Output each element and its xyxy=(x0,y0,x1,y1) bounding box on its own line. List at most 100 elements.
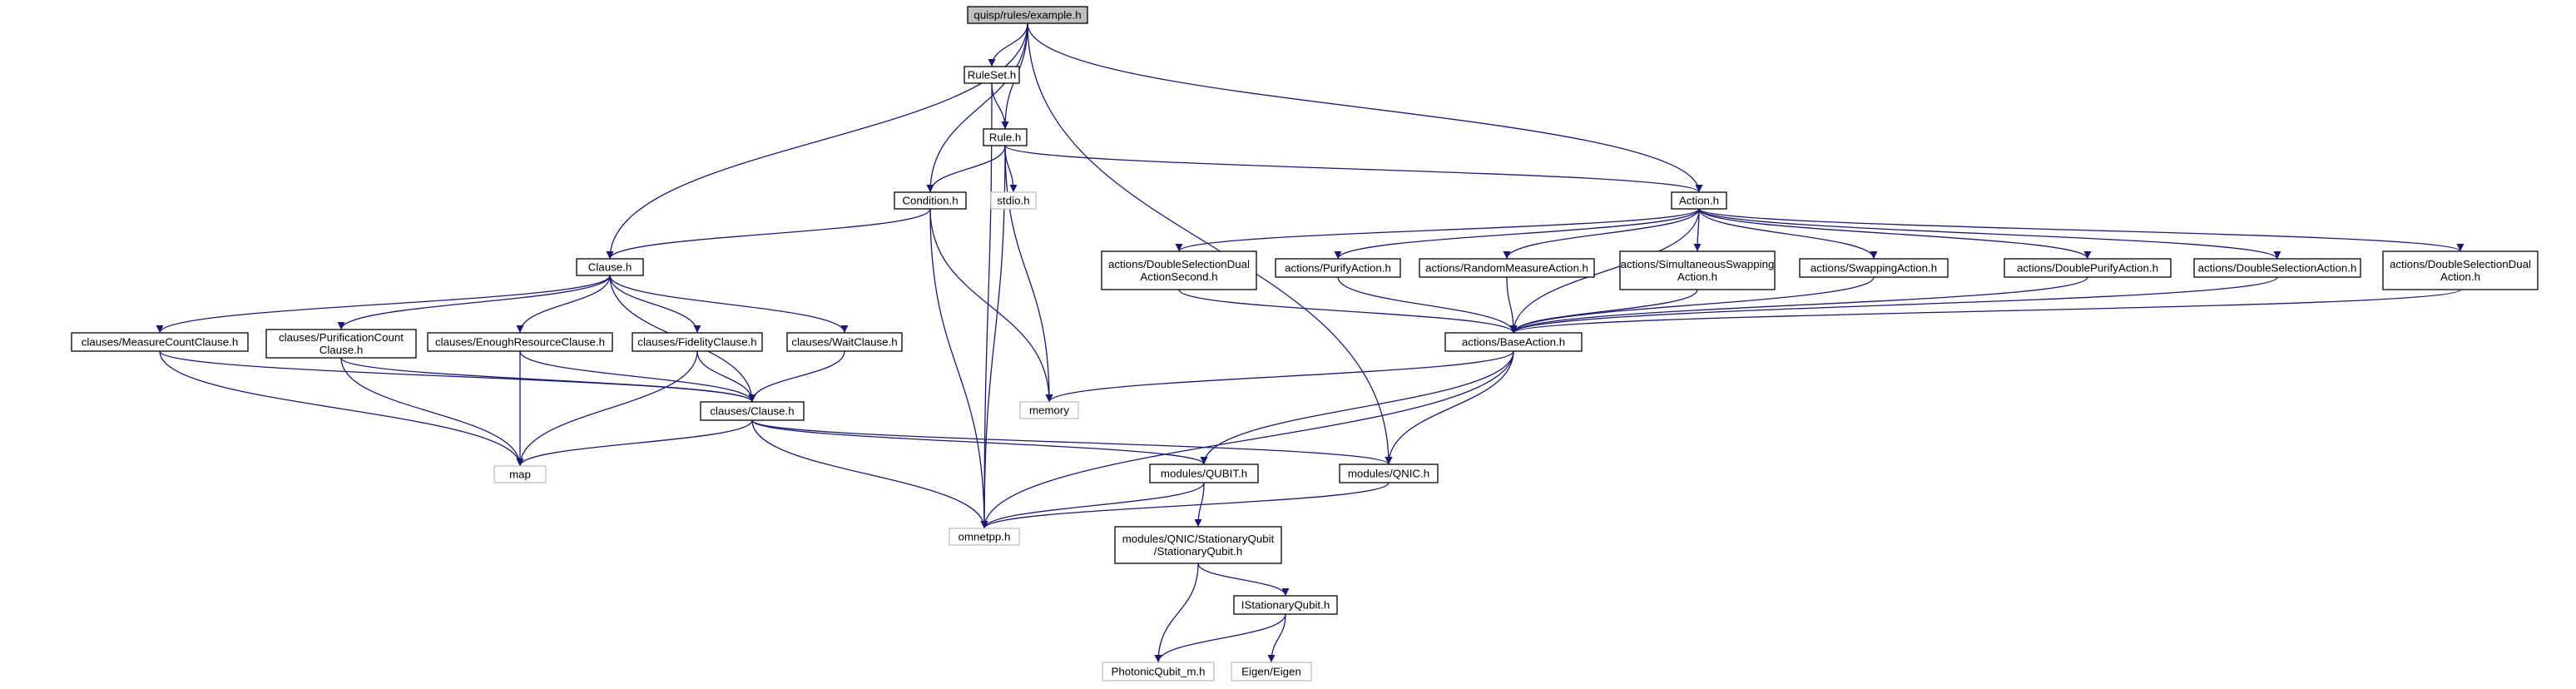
node-box xyxy=(964,66,1020,84)
node-enoughres[interactable]: clauses/EnoughResourceClause.h xyxy=(427,332,613,352)
node-label: modules/QNIC.h xyxy=(1348,468,1429,480)
edge-clausesclause-to-map xyxy=(516,419,753,467)
node-box xyxy=(1114,526,1282,564)
node-label: Action.h xyxy=(1679,195,1719,207)
edge-clausesclause-to-qubit xyxy=(751,419,1208,465)
edge-fidelity-to-map xyxy=(516,350,698,467)
node-root[interactable]: quisp/rules/example.h xyxy=(967,6,1088,24)
node-label: actions/DoubleSelectionDual xyxy=(2390,258,2531,270)
node-purify[interactable]: actions/PurifyAction.h xyxy=(1275,258,1401,278)
edge-clause-to-fidelity xyxy=(609,275,701,334)
node-photonic: PhotonicQubit_m.h xyxy=(1102,662,1215,682)
edge-istatq-to-eigen xyxy=(1267,613,1286,663)
node-rule[interactable]: Rule.h xyxy=(983,128,1028,146)
node-label: RuleSet.h xyxy=(968,69,1016,82)
edge-action-to-swapping xyxy=(1698,208,1878,260)
node-box xyxy=(1419,258,1595,278)
node-label: memory xyxy=(1029,404,1069,417)
edge-condition-to-clause xyxy=(606,208,931,260)
node-box xyxy=(1102,662,1215,682)
node-istatq[interactable]: IStationaryQubit.h xyxy=(1233,595,1338,615)
node-box xyxy=(949,528,1020,546)
edge-measurecount-to-clausesclause xyxy=(159,350,756,403)
node-box xyxy=(1233,595,1338,615)
edge-istatq-to-photonic xyxy=(1154,613,1286,663)
node-label: actions/DoubleSelectionAction.h xyxy=(2198,262,2357,275)
node-label: /StationaryQubit.h xyxy=(1154,545,1242,558)
node-box xyxy=(1149,463,1259,483)
node-box xyxy=(427,332,613,352)
edge-qnic-to-omnetpp xyxy=(980,482,1390,529)
edge-root-to-ruleset xyxy=(988,22,1028,67)
edges-layer xyxy=(156,22,2465,663)
edge-action-to-purify xyxy=(1334,208,1700,260)
node-box xyxy=(700,401,805,421)
node-doublesel[interactable]: actions/DoubleSelectionAction.h xyxy=(2193,258,2361,278)
edge-dsdas-to-baseaction xyxy=(1178,289,1518,334)
node-label: clauses/MeasureCountClause.h xyxy=(82,336,238,349)
node-label: actions/BaseAction.h xyxy=(1462,336,1565,349)
node-label: actions/PurifyAction.h xyxy=(1285,262,1391,275)
node-label: actions/DoubleSelectionDual xyxy=(1108,258,1250,270)
node-action[interactable]: Action.h xyxy=(1671,191,1727,210)
node-box xyxy=(983,128,1028,146)
node-box xyxy=(1101,250,1257,290)
node-measurecount[interactable]: clauses/MeasureCountClause.h xyxy=(71,332,249,352)
node-wait[interactable]: clauses/WaitClause.h xyxy=(786,332,903,352)
node-statq[interactable]: modules/QNIC/StationaryQubit/StationaryQ… xyxy=(1114,526,1282,564)
node-box xyxy=(493,465,547,483)
edge-action-to-randmeas xyxy=(1503,208,1700,260)
node-label: clauses/FidelityClause.h xyxy=(637,336,756,349)
node-qnic[interactable]: modules/QNIC.h xyxy=(1339,463,1439,483)
node-label: omnetpp.h xyxy=(959,531,1011,543)
node-box xyxy=(576,258,644,276)
edge-rule-to-condition xyxy=(926,145,1006,193)
edge-action-to-doublepurify xyxy=(1698,208,2092,260)
node-map: map xyxy=(493,465,547,483)
node-label: clauses/Clause.h xyxy=(710,405,794,418)
node-ruleset[interactable]: RuleSet.h xyxy=(964,66,1020,84)
edge-action-to-baseaction xyxy=(1509,208,1700,334)
node-label: modules/QNIC/StationaryQubit xyxy=(1122,533,1275,545)
node-label: actions/DoublePurifyAction.h xyxy=(2017,262,2158,275)
nodes-layer: quisp/rules/example.hRuleSet.hRule.hCond… xyxy=(71,6,2539,682)
node-box xyxy=(2004,258,2172,278)
edge-dsda-to-baseaction xyxy=(1509,289,2461,334)
edge-doublepurify-to-baseaction xyxy=(1509,276,2088,334)
node-label: actions/SimultaneousSwapping xyxy=(1621,258,1775,270)
edge-simswap-to-baseaction xyxy=(1509,289,1698,334)
node-doublepurify[interactable]: actions/DoublePurifyAction.h xyxy=(2004,258,2172,278)
node-box xyxy=(1671,191,1727,210)
node-label: Condition.h xyxy=(902,195,958,207)
node-box xyxy=(786,332,903,352)
node-label: quisp/rules/example.h xyxy=(973,9,1081,22)
node-label: Clause.h xyxy=(588,261,632,274)
node-qubit[interactable]: modules/QUBIT.h xyxy=(1149,463,1259,483)
edge-rule-to-action xyxy=(1004,145,1703,193)
node-box xyxy=(990,191,1037,210)
node-box xyxy=(2193,258,2361,278)
node-randmeas[interactable]: actions/RandomMeasureAction.h xyxy=(1419,258,1595,278)
node-omnetpp: omnetpp.h xyxy=(949,528,1020,546)
node-label: clauses/WaitClause.h xyxy=(791,336,897,349)
node-clause[interactable]: Clause.h xyxy=(576,258,644,276)
node-label: clauses/EnoughResourceClause.h xyxy=(435,336,605,349)
node-label: Action.h xyxy=(1677,270,1717,283)
node-label: modules/QUBIT.h xyxy=(1161,468,1247,480)
node-baseaction[interactable]: actions/BaseAction.h xyxy=(1444,332,1583,352)
edge-measurecount-to-map xyxy=(159,350,524,467)
node-swapping[interactable]: actions/SwappingAction.h xyxy=(1799,258,1949,278)
node-box xyxy=(1231,662,1312,682)
edge-baseaction-to-memory xyxy=(1045,350,1514,403)
node-fidelity[interactable]: clauses/FidelityClause.h xyxy=(632,332,763,352)
edge-rule-to-omnetpp xyxy=(980,145,1006,529)
edge-baseaction-to-qubit xyxy=(1200,350,1514,465)
node-stdio: stdio.h xyxy=(990,191,1037,210)
node-label: Eigen/Eigen xyxy=(1241,666,1301,678)
node-condition[interactable]: Condition.h xyxy=(894,191,967,210)
node-dsdas[interactable]: actions/DoubleSelectionDualActionSecond.… xyxy=(1101,250,1257,290)
node-clausesclause[interactable]: clauses/Clause.h xyxy=(700,401,805,421)
